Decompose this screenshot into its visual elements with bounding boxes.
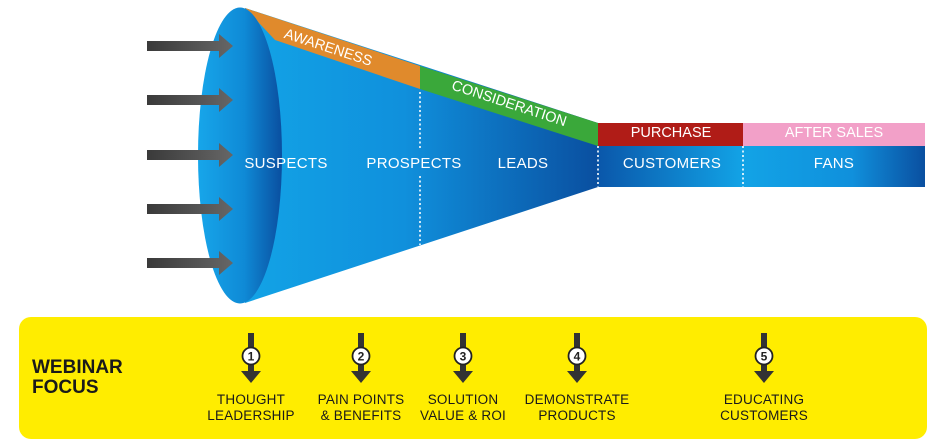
sales-funnel-diagram [147, 7, 925, 304]
webinar-focus-title-line2: FOCUS [32, 377, 99, 398]
webinar-focus-title: WEBINAR FOCUS [32, 358, 123, 398]
stage-label-fans: FANS [813, 155, 855, 172]
band-label-after-sales: AFTER SALES [784, 125, 884, 141]
down-arrow-icon: 3 [453, 333, 473, 383]
webinar-focus-panel [19, 317, 927, 439]
band-consideration [420, 66, 598, 146]
step-number: 4 [574, 350, 581, 364]
webinar-step-3: 3 SOLUTION VALUE & ROI [393, 333, 533, 424]
band-after-sales [743, 123, 925, 146]
step-label-line2: & BENEFITS [320, 408, 402, 423]
step-label-line1: SOLUTION [427, 392, 499, 407]
stage-label-prospects: PROSPECTS [366, 155, 462, 172]
step-label-line1: EDUCATING [723, 392, 805, 407]
webinar-step-5: 5 EDUCATING CUSTOMERS [694, 333, 834, 424]
step-label: DEMONSTRATE PRODUCTS [507, 392, 647, 424]
down-arrow-icon: 5 [754, 333, 774, 383]
funnel-body [245, 8, 598, 303]
band-label-purchase: PURCHASE [630, 125, 712, 141]
step-number: 2 [358, 350, 365, 364]
funnel-mouth [198, 7, 282, 304]
step-label-line2: VALUE & ROI [420, 408, 506, 423]
tube-fans [743, 146, 925, 187]
down-arrow-icon: 2 [351, 333, 371, 383]
step-number: 1 [248, 350, 255, 364]
input-arrow-icon [147, 143, 233, 167]
step-label: PAIN POINTS & BENEFITS [291, 392, 431, 424]
step-label-line2: CUSTOMERS [720, 408, 808, 423]
input-arrow-icon [147, 88, 233, 112]
stage-label-leads: LEADS [497, 155, 549, 172]
webinar-focus-title-line1: WEBINAR [32, 357, 123, 378]
webinar-step-2: 2 PAIN POINTS & BENEFITS [291, 333, 431, 424]
down-arrow-icon: 1 [241, 333, 261, 383]
step-label-line2: PRODUCTS [538, 408, 616, 423]
step-label: EDUCATING CUSTOMERS [694, 392, 834, 424]
down-arrow-icon: 4 [567, 333, 587, 383]
input-arrow-icon [147, 34, 233, 58]
step-number: 5 [761, 350, 768, 364]
step-number: 3 [460, 350, 467, 364]
stage-label-suspects: SUSPECTS [244, 155, 328, 172]
webinar-step-4: 4 DEMONSTRATE PRODUCTS [507, 333, 647, 424]
stage-label-customers: CUSTOMERS [622, 155, 722, 172]
step-label-line2: LEADERSHIP [207, 408, 295, 423]
band-awareness [245, 8, 420, 89]
step-label-line1: THOUGHT [216, 392, 286, 407]
step-label: SOLUTION VALUE & ROI [393, 392, 533, 424]
step-label-line1: PAIN POINTS [317, 392, 405, 407]
step-label: THOUGHT LEADERSHIP [181, 392, 321, 424]
webinar-step-1: 1 THOUGHT LEADERSHIP [181, 333, 321, 424]
input-arrow-icon [147, 197, 233, 221]
band-purchase [598, 123, 743, 146]
input-arrow-icon [147, 251, 233, 275]
step-label-line1: DEMONSTRATE [524, 392, 630, 407]
tube-customers [598, 146, 743, 187]
